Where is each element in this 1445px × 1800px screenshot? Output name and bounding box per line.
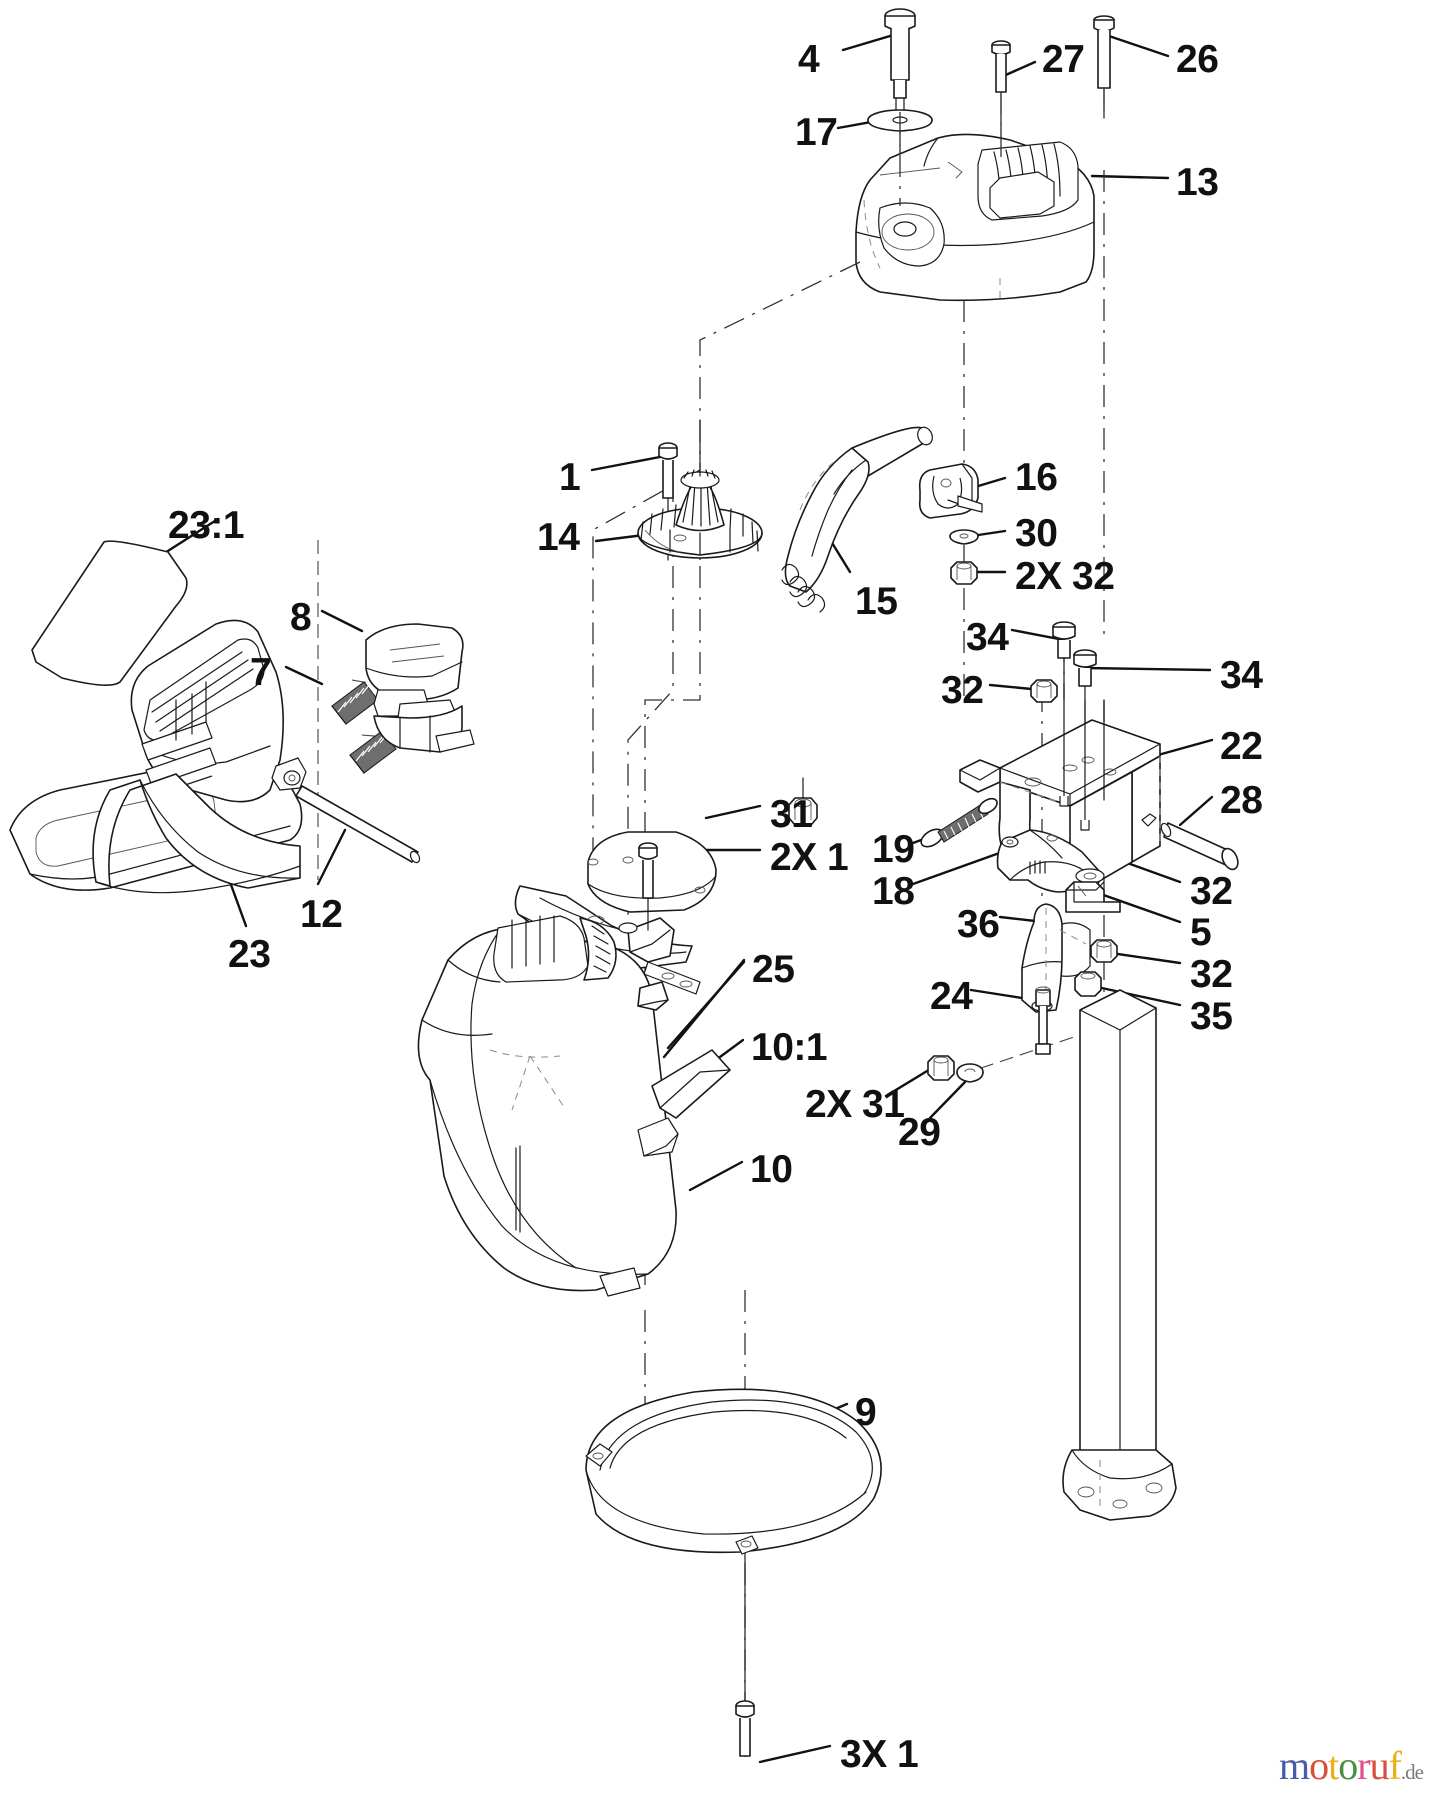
- callout-34-a: 34: [966, 616, 1009, 659]
- part-30-washer: [949, 529, 979, 545]
- callout-17: 17: [795, 111, 838, 154]
- callout-2x-1: 2X 1: [770, 836, 849, 879]
- part-31-lock-nut: [788, 777, 818, 826]
- part-29-flat-washer-small: [956, 1063, 984, 1083]
- callout-13: 13: [1176, 161, 1219, 204]
- callout-3x-1: 3X 1: [840, 1733, 919, 1776]
- callout-9: 9: [855, 1391, 877, 1434]
- part-27-short-screw: [991, 40, 1011, 161]
- part-7-compression-springs: [331, 681, 397, 774]
- part-14-bevel-gear: [637, 419, 763, 559]
- part-8-handle-cover: [365, 623, 475, 753]
- callout-15: 15: [855, 580, 898, 623]
- callout-18: 18: [872, 870, 915, 913]
- part-32-hex-nut-a: [950, 561, 978, 585]
- part-35-spacer: [1074, 971, 1102, 997]
- part-2x-31-lock-nut: [927, 1055, 955, 1081]
- part-16-cable-clamp: [918, 463, 983, 519]
- callout-26: 26: [1176, 38, 1219, 81]
- part-9-ring-seal: [585, 1388, 882, 1555]
- callout-32-b: 32: [1190, 870, 1233, 913]
- callout-1: 1: [559, 456, 581, 499]
- bracket-through-bolts: [1059, 699, 1105, 831]
- callout-7: 7: [250, 651, 272, 694]
- part-32-hex-nut-c: [1090, 939, 1118, 963]
- part-23-control-panel-housing: [9, 619, 307, 894]
- callout-5: 5: [1190, 911, 1212, 954]
- part-2x-1-screw: [638, 842, 658, 931]
- lower-column-tube: [1062, 989, 1177, 1521]
- part-15-handle-grip: [781, 426, 933, 613]
- watermark-letter-u: u: [1369, 1743, 1390, 1788]
- callout-36: 36: [957, 903, 1000, 946]
- callout-29: 29: [898, 1111, 941, 1154]
- callout-14: 14: [537, 516, 580, 559]
- part-19-extension-spring: [920, 797, 998, 848]
- part-12-control-rod: [295, 785, 421, 864]
- callout-30: 30: [1015, 512, 1058, 555]
- callout-24: 24: [930, 975, 973, 1018]
- part-18-pivot-lever: [996, 829, 1105, 893]
- watermark-letter-r: r: [1357, 1743, 1370, 1788]
- callout-35: 35: [1190, 995, 1233, 1038]
- part-5-clip-bracket: [1065, 881, 1121, 913]
- callout-10: 10: [750, 1148, 793, 1191]
- watermark-letter-t: t: [1328, 1743, 1339, 1788]
- part-13-upper-housing-cover: [855, 133, 1095, 302]
- callout-2x-32-a: 2X 32: [1015, 555, 1115, 598]
- callout-4: 4: [798, 38, 820, 81]
- watermark-letter-f: f: [1388, 1743, 1402, 1788]
- callout-23-1: 23:1: [168, 504, 245, 547]
- callout-10-1: 10:1: [751, 1026, 828, 1069]
- part-1-screw-upper: [658, 442, 678, 561]
- callout-25: 25: [752, 948, 795, 991]
- callout-23: 23: [228, 933, 271, 976]
- watermark-letter-m: m: [1279, 1743, 1310, 1788]
- callout-8: 8: [290, 596, 312, 639]
- callout-22: 22: [1220, 725, 1263, 768]
- part-10-discharge-chute: [417, 915, 679, 1297]
- callout-32-a: 32: [941, 669, 984, 712]
- part-32-hex-nut-b: [1030, 679, 1058, 703]
- part-23-1-decal-label: [31, 540, 188, 686]
- callout-12: 12: [300, 893, 343, 936]
- part-34-carriage-bolt-a: [1052, 621, 1076, 701]
- watermark-suffix: .de: [1400, 1760, 1424, 1784]
- callout-31: 31: [770, 793, 813, 836]
- callout-32-c: 32: [1190, 953, 1233, 996]
- callout-19: 19: [872, 828, 915, 871]
- part-3x-1-screw-bottom: [735, 1553, 755, 1757]
- watermark-letter-o1: o: [1309, 1743, 1329, 1788]
- callout-27: 27: [1042, 38, 1085, 81]
- part-24-shoulder-screw: [1035, 986, 1051, 1055]
- callout-2x-31: 2X 31: [805, 1083, 905, 1126]
- callout-34-b: 34: [1220, 654, 1263, 697]
- callout-16: 16: [1015, 456, 1058, 499]
- part-10-1-chute-deflector: [651, 1049, 731, 1119]
- watermark-letter-o2: o: [1338, 1743, 1358, 1788]
- callout-28: 28: [1220, 779, 1263, 822]
- part-28-pin-shaft: [1160, 822, 1239, 871]
- motoruf-watermark: motoruf.de: [1279, 1743, 1424, 1788]
